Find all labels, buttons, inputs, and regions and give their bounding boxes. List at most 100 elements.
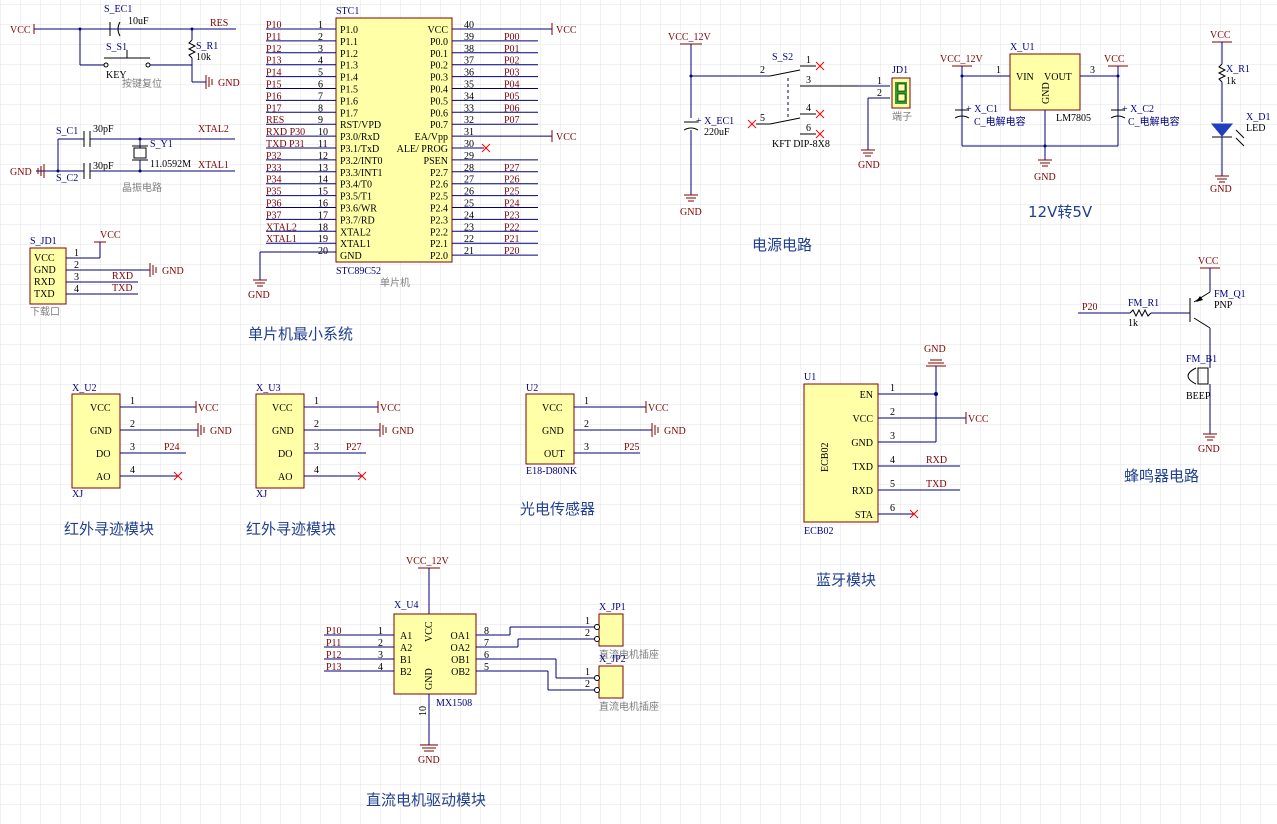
mcu-pin-name: GND bbox=[340, 251, 362, 262]
mcu-pin-name: P2.1 bbox=[430, 239, 448, 250]
bt-pin-name: STA bbox=[855, 510, 874, 521]
mcu-net-label: P02 bbox=[504, 56, 520, 67]
mcu-pin-name: P1.1 bbox=[340, 37, 358, 48]
mcu-pin-number: 30 bbox=[464, 139, 474, 150]
title-power: 电源电路 bbox=[752, 236, 812, 254]
mcu-pin-number: 35 bbox=[464, 80, 474, 91]
buzzer-b1-label: FM_B1 bbox=[1186, 354, 1217, 365]
reset-circuit: VCC S_EC1 10uF S_S1 KEY 按键复位 RES S_R1 10… bbox=[10, 4, 240, 90]
buzzer-r1-label: FM_R1 bbox=[1128, 298, 1159, 309]
mcu-pins: P1.01P10P1.12P11P1.23P12P1.34P13P1.45P14… bbox=[266, 20, 577, 262]
mcu-net-label: P37 bbox=[266, 210, 282, 221]
mcu-pin-number: 8 bbox=[318, 103, 323, 114]
mcu-pin-name: P1.3 bbox=[340, 61, 358, 72]
motor-vcc12-label: VCC_12V bbox=[406, 556, 450, 567]
motor-pin-name: OA2 bbox=[451, 643, 470, 654]
mcu-net-label: P05 bbox=[504, 91, 520, 102]
jd1-txd-net: TXD bbox=[112, 283, 133, 294]
motor-pin-number: 3 bbox=[378, 650, 383, 661]
mcu-comment: 单片机 bbox=[380, 276, 410, 289]
bt-gnd-label: GND bbox=[924, 344, 946, 355]
bt-pin-name: EN bbox=[860, 390, 873, 401]
mcu-pin-name: P0.1 bbox=[430, 49, 448, 60]
power-jd1-pin: 1 bbox=[877, 76, 882, 87]
motor-driver: VCC_12V X_U4 VCC GND A11P10A22P11B13P12B… bbox=[324, 556, 659, 766]
motor-vcc-pin: VCC bbox=[424, 621, 435, 642]
mcu-pin-name: EA/Vpp bbox=[415, 132, 448, 143]
crystal-c2-value: 30pF bbox=[93, 161, 114, 172]
power-jd1-pin: 2 bbox=[877, 88, 882, 99]
mcu-net-label: P13 bbox=[266, 56, 282, 67]
bt-pin-number: 4 bbox=[890, 455, 895, 466]
mcu-net-label: P17 bbox=[266, 103, 282, 114]
bt-rxd-net: RXD bbox=[926, 455, 947, 466]
mcu-pin-name: P1.7 bbox=[340, 108, 358, 119]
mcu-vcc-label: VCC bbox=[556, 25, 577, 36]
mcu-pin-number: 10 bbox=[318, 127, 328, 138]
mcu-net-label: P16 bbox=[266, 91, 282, 102]
mcu-pin-number: 32 bbox=[464, 115, 474, 126]
ir1-pin-number: 2 bbox=[130, 419, 135, 430]
mcu-pin-number: 38 bbox=[464, 44, 474, 55]
mcu-net-label: P26 bbox=[504, 175, 520, 186]
reg-c1-label: + X_C1 bbox=[966, 104, 998, 115]
mcu-net-label: P04 bbox=[504, 80, 520, 91]
mcu-pin-number: 16 bbox=[318, 199, 328, 210]
ir1-pin-number: 4 bbox=[130, 465, 135, 476]
mcu-pin-number: 11 bbox=[318, 139, 328, 150]
motor-pin-number: 4 bbox=[378, 662, 383, 673]
mcu-pin-name: XTAL2 bbox=[340, 227, 371, 238]
mcu-pin-number: 19 bbox=[318, 234, 328, 245]
mcu-pin-name: ALE/ PROG bbox=[397, 144, 448, 155]
photo-pin-number: 3 bbox=[584, 442, 589, 453]
reg-pin-3: 3 bbox=[1090, 65, 1095, 76]
power-s2-pin: 4 bbox=[806, 103, 811, 114]
led-d1-label: X_D1 bbox=[1246, 112, 1270, 123]
reset-r1-label: S_R1 bbox=[196, 41, 218, 52]
jd1-gnd-label: GND bbox=[162, 266, 184, 277]
motor-pin-number: 1 bbox=[378, 626, 383, 637]
motor-net-label: P10 bbox=[326, 626, 342, 637]
motor-pin-number: 2 bbox=[378, 638, 383, 649]
mcu-stc89c52: STC1 P1.01P10P1.12P11P1.23P12P1.34P13P1.… bbox=[248, 6, 577, 301]
mcu-pin-number: 6 bbox=[318, 80, 323, 91]
ir2-pin-name: DO bbox=[278, 449, 292, 460]
jd1-pin-number: 2 bbox=[74, 260, 79, 271]
reg-gnd-pin: GND bbox=[1041, 82, 1052, 104]
mcu-pin-number: 29 bbox=[464, 151, 474, 162]
mcu-net-label: P33 bbox=[266, 163, 282, 174]
mcu-pin-name: P1.4 bbox=[340, 73, 358, 84]
mcu-net-label: P22 bbox=[504, 222, 520, 233]
reg-vout: VOUT bbox=[1044, 72, 1072, 83]
power-s2-pin: 3 bbox=[806, 75, 811, 86]
ir2-pin-number: 3 bbox=[314, 442, 319, 453]
mcu-pin-name: P2.0 bbox=[430, 251, 448, 262]
mcu-pin-name: P1.0 bbox=[340, 25, 358, 36]
mcu-pin-name: P3.7/RD bbox=[340, 215, 375, 226]
mcu-pin-number: 22 bbox=[464, 234, 474, 245]
power-s2-pin: 5 bbox=[760, 113, 765, 124]
mcu-pin-number: 40 bbox=[464, 20, 474, 31]
motor-pin-number: 6 bbox=[484, 650, 489, 661]
mcu-part: STC89C52 bbox=[336, 266, 381, 277]
mcu-pin-number: 14 bbox=[318, 175, 328, 186]
mcu-pin-name: RST/VPD bbox=[340, 120, 381, 131]
jd1-pins: VCC GND RXD TXD 1 2 3 4 bbox=[34, 248, 79, 300]
photo-vcc-label: VCC bbox=[648, 403, 669, 414]
mcu-designator: STC1 bbox=[336, 6, 359, 17]
ir2-designator: X_U3 bbox=[256, 383, 280, 394]
ir2-out-net: P27 bbox=[346, 442, 362, 453]
mcu-gnd-label: GND bbox=[248, 290, 270, 301]
ir1-vcc-label: VCC bbox=[198, 403, 219, 414]
photo-designator: U2 bbox=[526, 383, 538, 394]
crystal-y1-label: S_Y1 bbox=[150, 139, 173, 150]
motor-net-label: P13 bbox=[326, 662, 342, 673]
power-gnd-label-2: GND bbox=[858, 160, 880, 171]
title-buzzer: 蜂鸣器电路 bbox=[1124, 467, 1199, 485]
crystal-c2-label: S_C2 bbox=[56, 173, 78, 184]
mcu-body bbox=[335, 17, 453, 263]
mcu-pin-number: 34 bbox=[464, 91, 474, 102]
jd1-pin-number: 1 bbox=[74, 248, 79, 259]
